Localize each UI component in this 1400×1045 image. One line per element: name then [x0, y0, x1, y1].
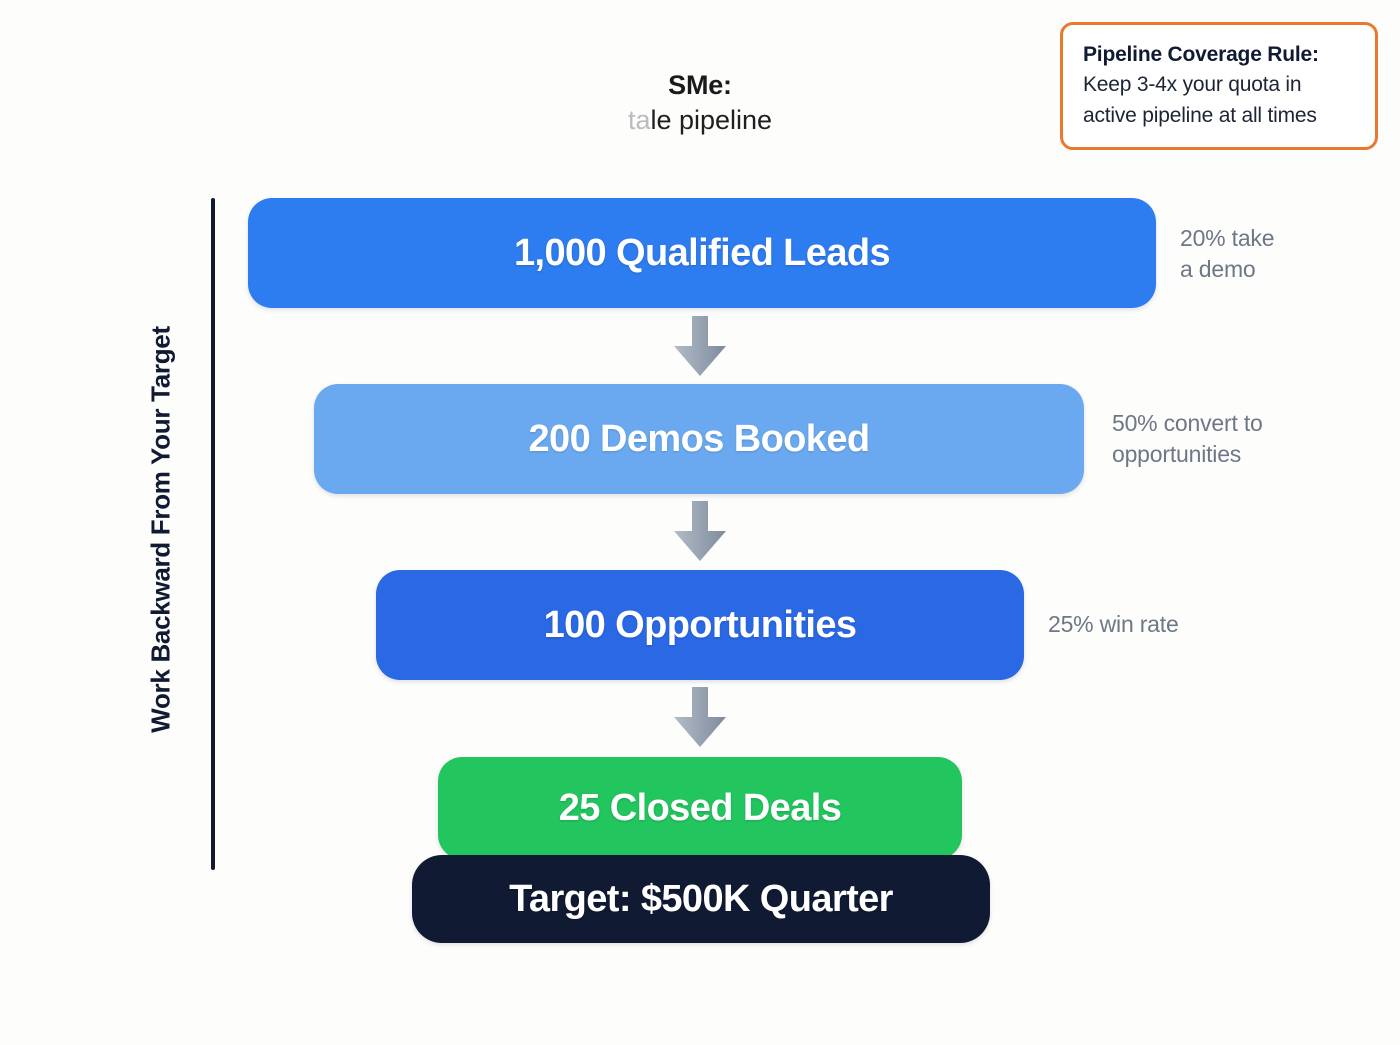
funnel-stage-label: Target: $500K Quarter: [509, 877, 893, 920]
down-arrow-icon: [672, 687, 728, 749]
callout-heading: Pipeline Coverage Rule:: [1083, 43, 1319, 66]
funnel-note-line: opportunities: [1112, 441, 1242, 467]
funnel-stage-label: 25 Closed Deals: [558, 786, 842, 829]
pipeline-coverage-rule-callout: Pipeline Coverage Rule: Keep 3-4x your q…: [1060, 22, 1378, 150]
funnel-note-line: 25% win rate: [1048, 611, 1179, 637]
down-arrow-svg: [674, 501, 726, 561]
axis-rule-line: [211, 198, 215, 870]
funnel-note-line: a demo: [1180, 256, 1256, 282]
funnel-stage-demos-booked[interactable]: 200 Demos Booked: [314, 384, 1084, 494]
funnel-stage-target[interactable]: Target: $500K Quarter: [412, 855, 990, 943]
funnel-note-line: 50% convert to: [1112, 410, 1263, 436]
funnel-stage-opportunities[interactable]: 100 Opportunities: [376, 570, 1024, 680]
down-arrow-svg: [674, 316, 726, 376]
funnel-note-qualified-leads: 20% take a demo: [1180, 223, 1380, 285]
down-arrow-icon: [672, 501, 728, 563]
callout-body: Keep 3-4x your quota in active pipeline …: [1083, 73, 1317, 127]
funnel-note-demos-booked: 50% convert to opportunities: [1112, 408, 1342, 470]
funnel-stage-closed-deals[interactable]: 25 Closed Deals: [438, 757, 962, 859]
down-arrow-icon: [672, 316, 728, 378]
funnel-stage-label: 1,000 Qualified Leads: [513, 231, 891, 274]
funnel-stage-label: 100 Opportunities: [543, 603, 857, 646]
funnel-note-line: 20% take: [1180, 225, 1275, 251]
funnel-stage-qualified-leads[interactable]: 1,000 Qualified Leads: [248, 198, 1156, 308]
funnel-stage-label: 200 Demos Booked: [528, 417, 871, 460]
funnel-note-opportunities: 25% win rate: [1048, 609, 1268, 640]
down-arrow-svg: [674, 687, 726, 747]
